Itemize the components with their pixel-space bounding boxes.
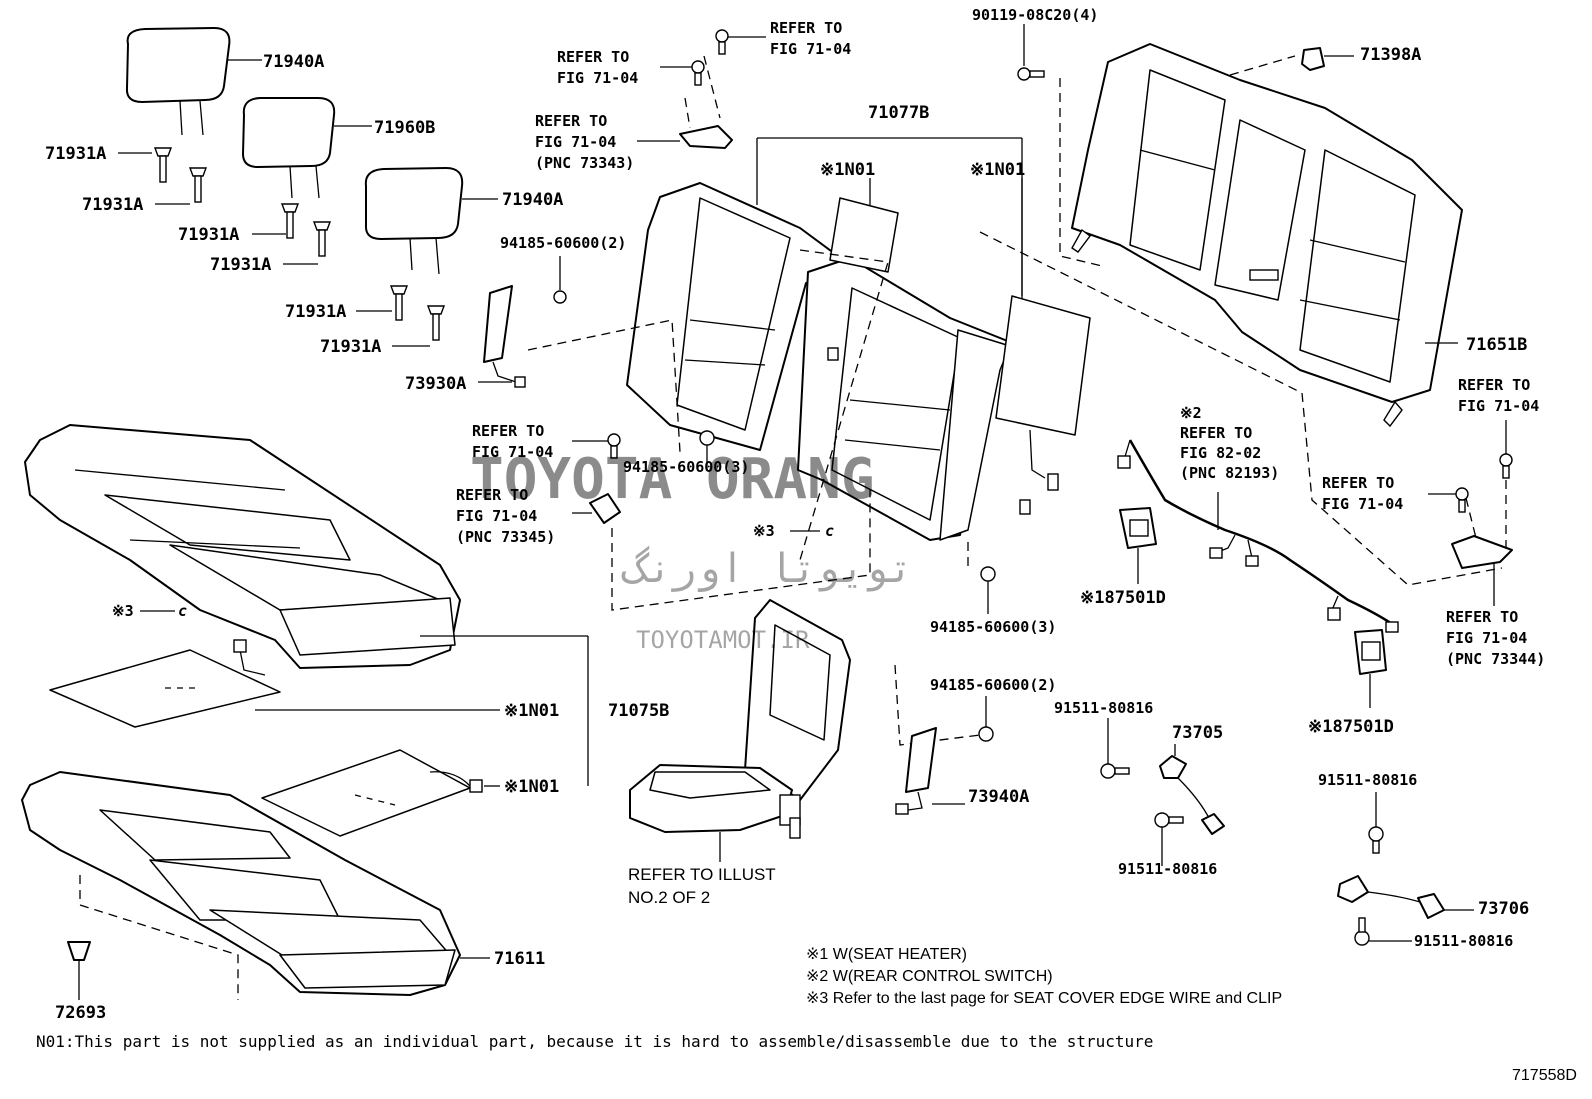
label-87501d-upper: ※187501D	[1080, 588, 1166, 608]
label-71931a-6: 71931A	[320, 337, 381, 357]
note-n01: N01:This part is not supplied as an indi…	[36, 1032, 1153, 1051]
label-clip-ref-left: ※3	[112, 602, 134, 620]
clip-c-glyph-left: c	[178, 602, 187, 620]
belt-73705	[1100, 718, 1225, 866]
watermark-main: TOYOTA ORANG	[470, 447, 875, 512]
seatback-cover-71651b	[1071, 43, 1463, 428]
headrest-71940a-lower	[364, 167, 498, 275]
figure-id: 717558D	[1512, 1067, 1577, 1084]
heater-pad-back-left	[829, 178, 899, 273]
label-91511-a: 91511-80816	[1054, 699, 1153, 717]
footnotes: ※1 W(SEAT HEATER) ※2 W(REAR CONTROL SWIT…	[36, 946, 1577, 1084]
headrest-71940a-upper	[125, 27, 262, 136]
watermark-persian: تویوتا اورنگ	[621, 545, 913, 592]
note-edge-wire-clip: ※3 Refer to the last page for SEAT COVER…	[806, 990, 1282, 1007]
label-91511-d: 91511-80816	[1414, 932, 1513, 950]
label-71931a-5: 71931A	[285, 302, 346, 322]
clip-90119	[1017, 24, 1045, 81]
harness-82193	[1117, 439, 1399, 633]
label-71075b: 71075B	[608, 701, 669, 721]
label-73930a: 73930A	[405, 374, 466, 394]
nut-94185-b	[699, 430, 715, 470]
headrest-71960b	[242, 97, 372, 199]
heater-pad-back-right	[995, 178, 1091, 515]
bolt-right-mid	[1428, 487, 1469, 513]
headrest-supports	[118, 147, 446, 347]
label-n01-back-left: ※1N01	[820, 160, 875, 180]
seat-back-71077b	[626, 182, 1011, 541]
label-72693: 72693	[55, 1003, 106, 1023]
watermark-url: TOYOTAMOT.IR	[636, 626, 810, 654]
belt-73706	[1337, 792, 1474, 946]
heater-pad-cushion-lower	[261, 749, 500, 837]
bracket-73343	[637, 29, 766, 149]
bolt-right-upper	[1499, 420, 1513, 479]
label-clip-ref-mid: ※3	[753, 522, 775, 540]
label-71611: 71611	[494, 949, 545, 969]
label-71960b: 71960B	[374, 118, 435, 138]
switch-87501d-lower	[1354, 629, 1387, 708]
belt-73940a	[895, 727, 965, 815]
label-n01-cushion-b: ※1N01	[504, 777, 559, 797]
note-rear-control-switch: ※2 W(REAR CONTROL SWITCH)	[806, 968, 1053, 985]
note-seat-heater: ※1 W(SEAT HEATER)	[806, 946, 967, 963]
label-91511-c: 91511-80816	[1318, 771, 1417, 789]
label-nut-94185-a: 94185-60600(2)	[500, 234, 626, 252]
label-71940a-upper: 71940A	[263, 52, 324, 72]
label-71940a-lower: 71940A	[502, 190, 563, 210]
armrest-assembly	[629, 599, 851, 862]
switch-87501d-upper	[1119, 507, 1157, 584]
bolt-left-ref	[572, 433, 621, 459]
cushion-cover-71611	[21, 771, 490, 996]
part-labels: 71940A 71960B 71940A 71931A 71931A 71931…	[45, 6, 1545, 1023]
label-87501d-lower: ※187501D	[1308, 717, 1394, 737]
label-73940a: 73940A	[968, 787, 1029, 807]
label-nut-94185-b: 94185-60600(3)	[623, 458, 749, 476]
label-nut-94185-c: 94185-60600(3)	[930, 618, 1056, 636]
label-clip-90119: 90119-08C20(4)	[972, 6, 1098, 24]
nut-94185-c	[980, 566, 996, 614]
label-n01-back-right: ※1N01	[970, 160, 1025, 180]
nut-94185-d	[978, 696, 994, 742]
label-71931a-4: 71931A	[210, 255, 271, 275]
clip-c-glyph-mid: c	[825, 522, 834, 540]
heater-pad-cushion-upper	[49, 639, 500, 728]
label-71931a-1: 71931A	[45, 144, 106, 164]
belt-73930a	[478, 256, 567, 388]
label-n01-cushion-a: ※1N01	[504, 701, 559, 721]
label-71931a-3: 71931A	[178, 225, 239, 245]
seat-cushion-71075b	[24, 424, 589, 786]
cover-71398a	[1301, 47, 1354, 71]
label-91511-b: 91511-80816	[1118, 860, 1217, 878]
clip-72693	[67, 941, 91, 1000]
label-71651b: 71651B	[1466, 335, 1527, 355]
label-73705: 73705	[1172, 723, 1223, 743]
bracket-73344	[1451, 535, 1513, 606]
label-73706: 73706	[1478, 899, 1529, 919]
watermark: TOYOTA ORANG تویوتا اورنگ TOYOTAMOT.IR	[470, 447, 913, 654]
label-71398a: 71398A	[1360, 45, 1421, 65]
label-71077b: 71077B	[868, 103, 929, 123]
bracket-73345	[572, 493, 621, 524]
label-71931a-2: 71931A	[82, 195, 143, 215]
label-nut-94185-d: 94185-60600(2)	[930, 676, 1056, 694]
